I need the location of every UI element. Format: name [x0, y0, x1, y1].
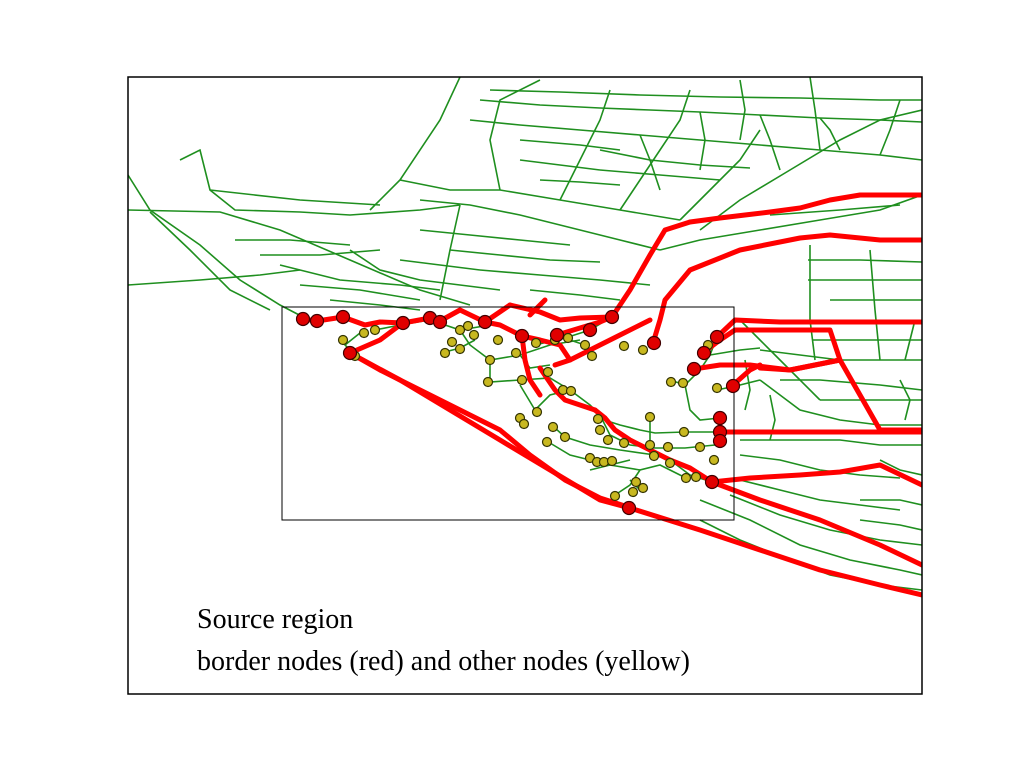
caption-legend: border nodes (red) and other nodes (yell…	[197, 646, 690, 677]
caption-title: Source region	[197, 604, 354, 635]
border-nodes	[295, 309, 741, 516]
source-region-rectangle	[281, 306, 735, 521]
figure-frame	[127, 76, 923, 695]
other-nodes	[337, 320, 723, 502]
border-paths	[300, 192, 922, 598]
